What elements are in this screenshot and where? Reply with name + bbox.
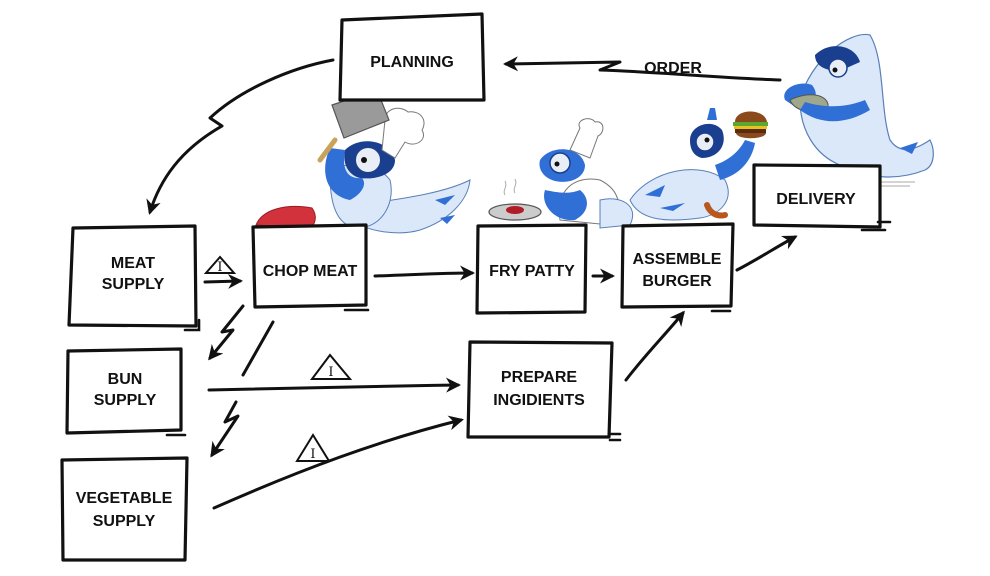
svg-text:ASSEMBLE: ASSEMBLE (633, 251, 722, 268)
svg-text:BURGER: BURGER (642, 273, 712, 290)
inventory-triangle-bun: I (310, 353, 353, 380)
edge-order (503, 56, 782, 82)
svg-text:PREPARE: PREPARE (501, 369, 577, 386)
svg-text:I: I (217, 260, 222, 275)
burger-icon (733, 111, 768, 139)
bird-frying-illustration (488, 118, 634, 229)
svg-text:MEAT: MEAT (111, 255, 155, 272)
edge-chop-to-bun (208, 304, 245, 361)
svg-text:FRY PATTY: FRY PATTY (489, 263, 575, 280)
svg-text:SUPPLY: SUPPLY (102, 276, 165, 293)
svg-text:SUPPLY: SUPPLY (94, 392, 157, 409)
node-planning-label: PLANNING (370, 54, 454, 71)
edge-signal-line (241, 320, 275, 377)
node-planning[interactable]: PLANNING (338, 12, 486, 102)
edge-bun-to-veg (210, 400, 240, 458)
node-prepare-ingredients[interactable]: PREPARE INGIDIENTS (466, 340, 622, 442)
node-fry-patty[interactable]: FRY PATTY (475, 223, 588, 315)
edge-prepare-to-assemble (624, 310, 685, 382)
edge-bun-to-prepare (207, 377, 461, 393)
svg-text:BUN: BUN (108, 371, 143, 388)
edge-planning-to-meat-supply (146, 58, 335, 215)
edge-chop-to-fry (373, 265, 475, 281)
svg-text:DELIVERY: DELIVERY (776, 191, 856, 208)
chef-hat-icon (381, 107, 425, 159)
edge-label-order: ORDER (644, 60, 702, 77)
svg-text:CHOP MEAT: CHOP MEAT (263, 263, 358, 280)
edge-assemble-to-delivery (735, 235, 798, 272)
svg-text:I: I (328, 365, 333, 380)
inventory-triangle-vegetable: I (295, 433, 331, 462)
bird-chopping-illustration (255, 89, 471, 242)
svg-text:I: I (310, 447, 315, 462)
chef-hat-icon (569, 118, 604, 159)
svg-text:VEGETABLE: VEGETABLE (76, 490, 173, 507)
node-bun-supply[interactable]: BUN SUPPLY (65, 347, 187, 437)
edge-veg-to-prepare (212, 415, 464, 510)
node-meat-supply[interactable]: MEAT SUPPLY (67, 224, 201, 332)
svg-text:SUPPLY: SUPPLY (93, 513, 156, 530)
svg-text:INGIDIENTS: INGIDIENTS (493, 392, 585, 409)
inventory-triangle-meat: I (203, 255, 237, 275)
bird-assembling-illustration (629, 108, 768, 221)
node-vegetable-supply[interactable]: VEGETABLE SUPPLY (60, 456, 189, 562)
bird-eating-illustration (784, 33, 934, 187)
node-chop-meat[interactable]: CHOP MEAT (251, 223, 370, 312)
node-delivery[interactable]: DELIVERY (752, 163, 892, 232)
node-assemble-burger[interactable]: ASSEMBLE BURGER (620, 222, 735, 313)
edge-meat-to-chop (203, 273, 243, 289)
